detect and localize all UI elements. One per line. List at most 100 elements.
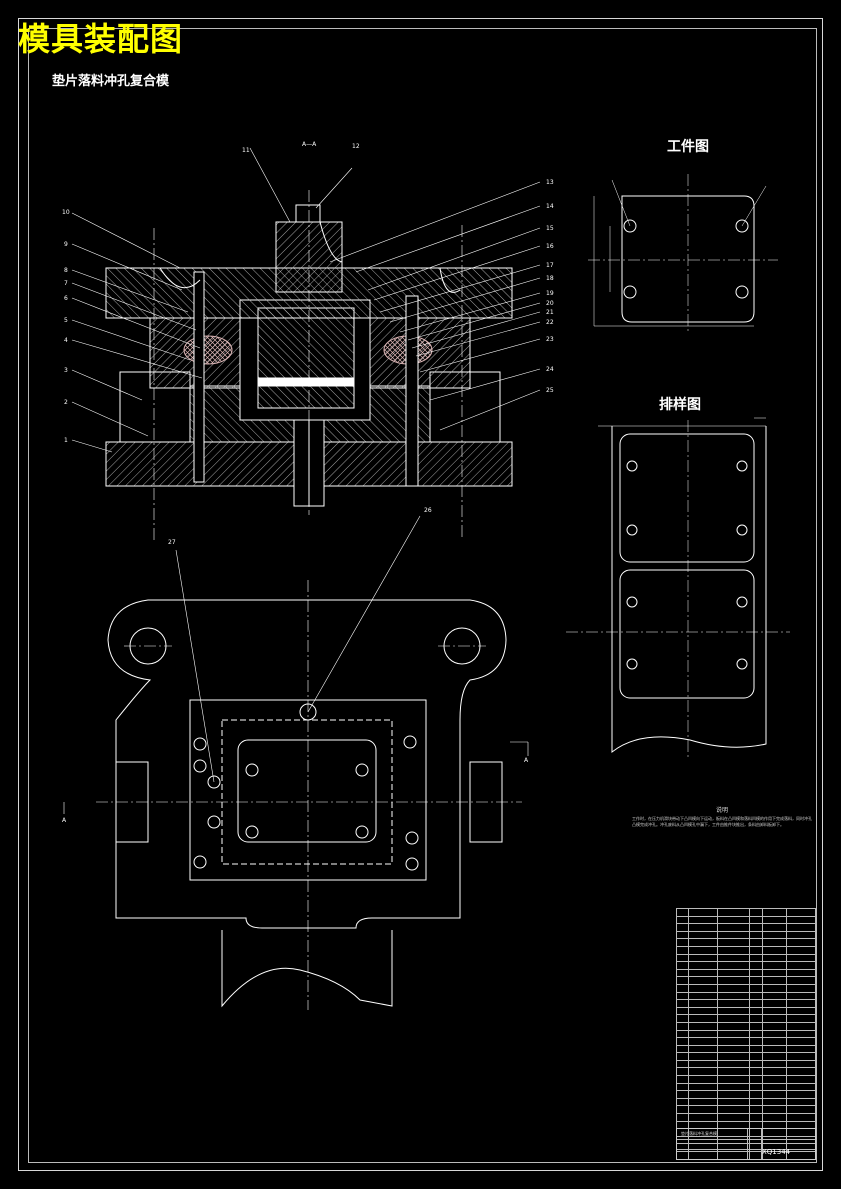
bom-cell [687,1113,718,1122]
bom-row [676,1059,816,1069]
bom-cell [716,1075,750,1084]
bom-row [676,968,816,978]
bom-row [676,1082,816,1092]
bom-cell [748,1014,764,1023]
callout-left-2: 8 [64,267,68,274]
bom-cell [716,1082,750,1092]
bom-row [676,1037,816,1046]
bom-cell [786,915,816,925]
bom-cell [676,1067,689,1077]
bom-cell [676,1113,689,1122]
bom-cell [716,1067,750,1077]
callout-left-5: 5 [64,317,68,324]
bom-cell [676,915,689,925]
bom-cell [748,1037,764,1046]
bom-cell [676,1105,689,1115]
bom-cell [748,1029,764,1039]
bom-row [676,1105,816,1115]
bom-row [676,1067,816,1077]
bom-cell [687,961,718,970]
technical-notes: 说明 工作时，在压力机滑块带动下凸凹模向下运动，板料在凸凹模和落料凹模的作用下完… [632,808,812,828]
bom-cell [762,908,788,917]
workpiece-dims [588,174,778,332]
bom-cell [676,1090,689,1099]
bom-cell [748,1006,764,1016]
layout-dims [566,417,790,760]
bom-cell [687,1021,718,1031]
bom-cell [687,1059,718,1069]
bom-cell [676,1029,689,1039]
bom-cell [748,1044,764,1054]
bom-cell [716,1006,750,1016]
bom-cell [786,1029,816,1039]
bom-cell [687,1044,718,1054]
bom-row [676,1052,816,1061]
bom-cell [786,983,816,993]
bom-cell [748,1113,764,1122]
bom-cell [687,976,718,985]
bom-cell [762,983,788,993]
layout-view [611,426,767,754]
callout-left-6: 4 [64,337,68,344]
callout-left-9: 1 [64,437,68,444]
workpiece-view [621,195,755,323]
drawing-border [18,18,823,1171]
bom-cell [676,945,689,955]
bom-cell [716,915,750,925]
title-block-name: 垫片落料冲孔复合模 [681,1131,717,1136]
callout-right-4: 17 [546,262,554,269]
bom-cell [748,938,764,947]
bom-cell [716,1021,750,1031]
bom-cell [687,968,718,978]
bom-row [676,1113,816,1122]
bom-cell [716,1097,750,1107]
bom-cell [687,930,718,940]
bom-cell [748,915,764,925]
bom-cell [676,976,689,985]
bom-row [676,953,816,963]
bom-cell [786,1097,816,1107]
bom-cell [687,1006,718,1016]
bom-cell [716,1029,750,1039]
bom-cell [676,908,689,917]
bom-cell [762,976,788,985]
bom-cell [687,923,718,932]
plan-view [107,599,507,1008]
bom-cell [762,938,788,947]
bom-cell [762,961,788,970]
bom-cell [762,1029,788,1039]
callout-left-3: 7 [64,280,68,287]
notes-heading: 说明 [715,807,728,814]
bom-row [676,1151,816,1160]
parts-list-table [676,908,816,1160]
bom-cell [687,1090,718,1099]
bom-cell [762,1059,788,1069]
bom-cell [748,1059,764,1069]
bom-row [676,1075,816,1084]
bom-cell [762,915,788,925]
bom-cell [762,930,788,940]
callout-left-7: 3 [64,367,68,374]
bom-cell [748,999,764,1008]
callout-right-11: 24 [546,366,554,373]
bom-cell [716,1105,750,1115]
bom-cell [676,923,689,932]
bom-cell [786,999,816,1008]
bom-cell [676,961,689,970]
bom-cell [716,983,750,993]
bom-row [676,1006,816,1016]
callout-plan-0: 27 [168,539,176,546]
bom-cell [676,1059,689,1069]
callout-left-8: 2 [64,399,68,406]
callout-right-6: 19 [546,290,554,297]
bom-cell [748,983,764,993]
bom-cell [748,923,764,932]
bom-cell [748,1090,764,1099]
bom-cell [687,945,718,955]
section-cut-left: A [62,817,67,824]
bom-cell [748,991,764,1001]
callout-right-10: 23 [546,336,554,343]
bom-cell [687,1075,718,1084]
bom-cell [716,930,750,940]
bom-row [676,1014,816,1023]
